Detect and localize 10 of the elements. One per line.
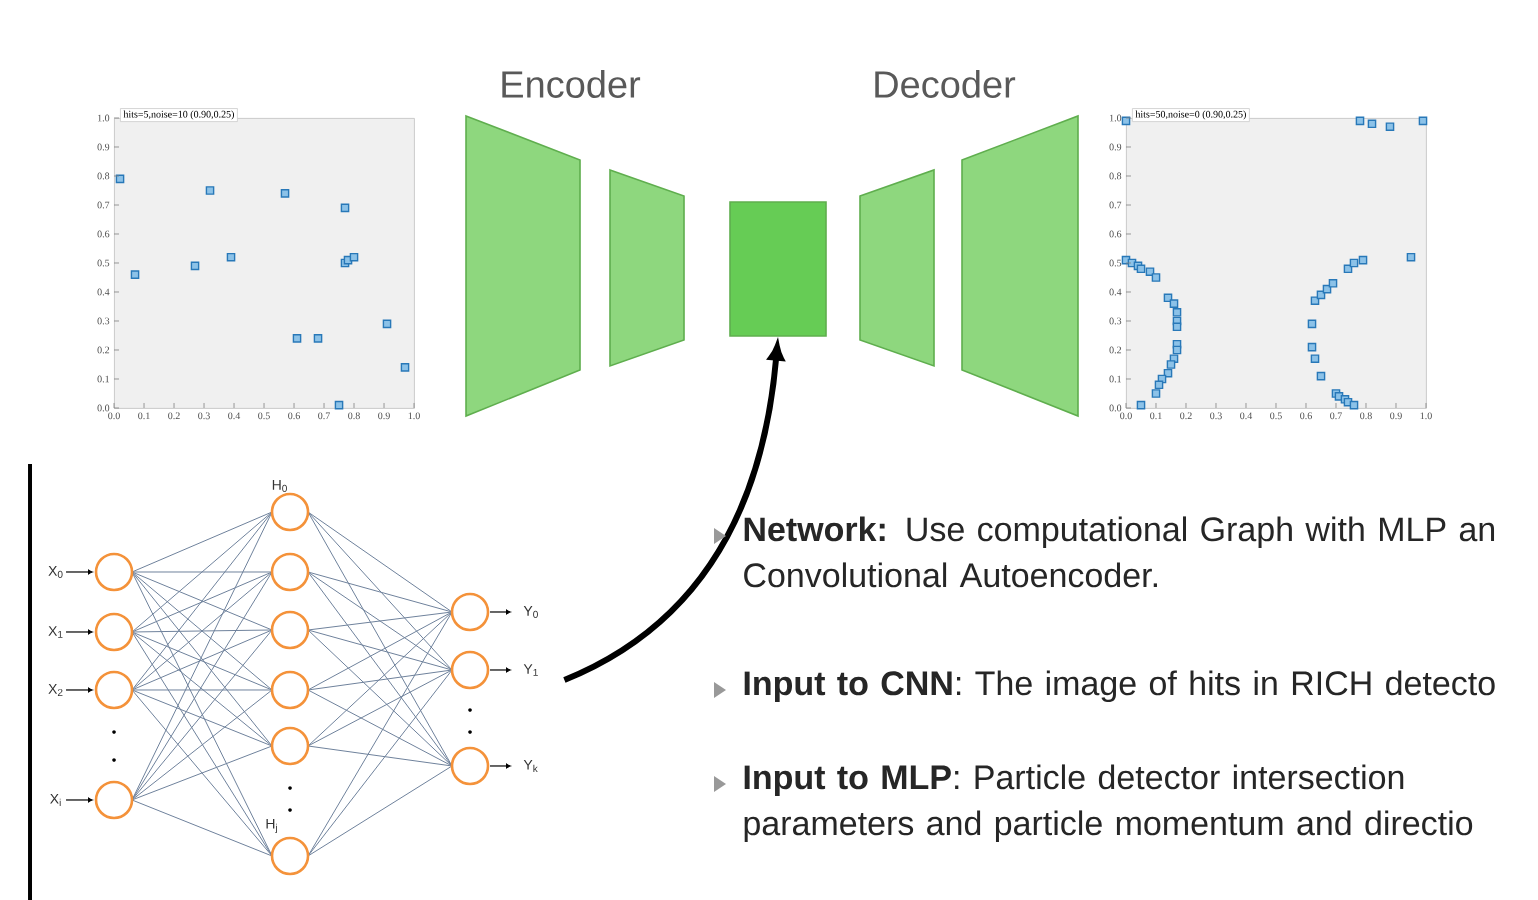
bullet-text: Input to CNN: The image of hits in RICH detecto [744, 670, 1495, 703]
bottleneck-box [729, 201, 827, 337]
bullet-text: Input to MLP: Particle detector intersection parameters and particle momentum and directio [744, 764, 1473, 843]
layer-trapezoid [859, 168, 935, 368]
scatter-plot [1121, 108, 1428, 410]
scatter-plot [113, 108, 415, 410]
bullet-text: Network: Use computational Graph with MLP an Convolutional Autoencoder. [744, 516, 1494, 588]
neural-network-drawing [65, 492, 511, 876]
layer-trapezoid [961, 114, 1079, 418]
curved-arrow [563, 343, 785, 683]
